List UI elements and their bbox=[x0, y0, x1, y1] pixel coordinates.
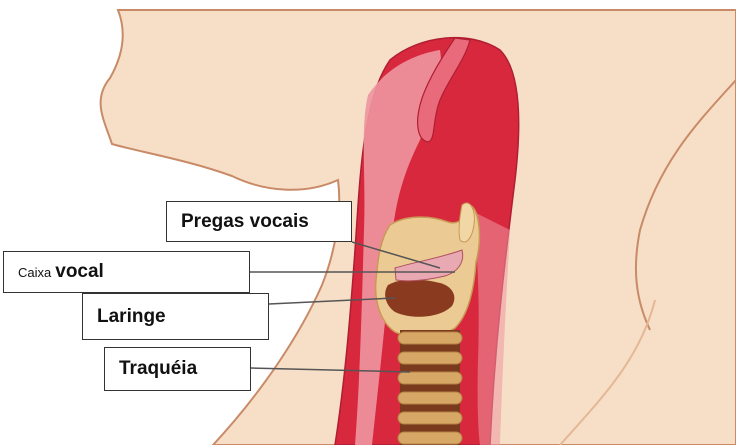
label-traqueia-text: Traquéia bbox=[119, 358, 197, 380]
trachea-ring bbox=[398, 372, 462, 384]
label-pregas-vocais-text: Pregas vocais bbox=[181, 211, 309, 233]
trachea-ring bbox=[398, 432, 462, 444]
trachea-ring bbox=[398, 392, 462, 404]
trachea-tube bbox=[400, 330, 460, 445]
label-caixa-vocal-main: vocal bbox=[55, 261, 104, 283]
label-traqueia: Traquéia bbox=[104, 347, 251, 391]
label-pregas-vocais: Pregas vocais bbox=[166, 201, 352, 242]
trachea-ring bbox=[398, 332, 462, 344]
label-laringe-text: Laringe bbox=[97, 306, 166, 328]
label-caixa-vocal: Caixa vocal bbox=[3, 251, 250, 293]
trachea-ring bbox=[398, 352, 462, 364]
larynx-inner bbox=[385, 279, 454, 316]
label-laringe: Laringe bbox=[82, 293, 269, 340]
label-caixa-vocal-prefix: Caixa bbox=[18, 265, 51, 280]
trachea-ring bbox=[398, 412, 462, 424]
